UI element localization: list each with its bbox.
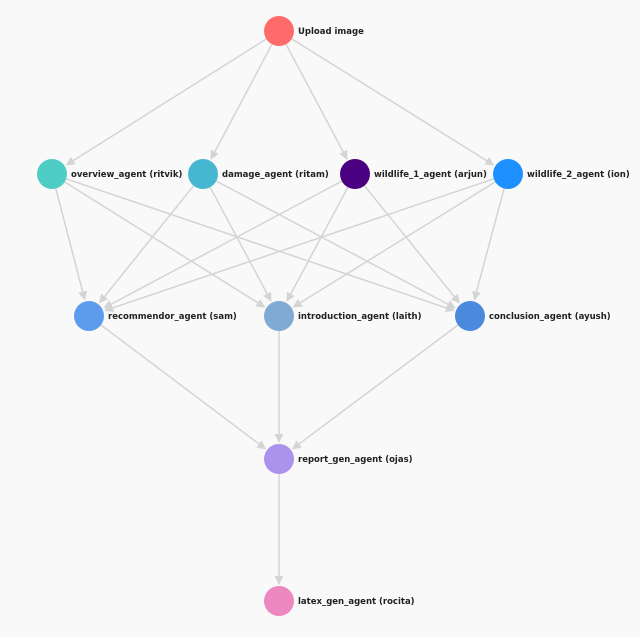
edge-recommendor-to-report: [100, 324, 267, 450]
node-report[interactable]: report_gen_agent (ojas): [264, 444, 413, 474]
edge-upload-to-wildlife1: [285, 43, 348, 160]
edge-overview-to-conclusion: [65, 178, 455, 313]
edge-overview-to-introduction: [64, 181, 266, 308]
node-recommendor[interactable]: recommendor_agent (sam): [74, 301, 237, 331]
node-label-latex: latex_gen_agent (rocita): [298, 597, 415, 607]
node-label-conclusion: conclusion_agent (ayush): [489, 312, 611, 322]
edge-damage-to-conclusion: [215, 180, 456, 309]
edge-upload-to-overview: [65, 38, 267, 166]
node-circle-damage[interactable]: [188, 159, 218, 189]
node-label-recommendor: recommendor_agent (sam): [108, 312, 237, 322]
node-label-report: report_gen_agent (ojas): [298, 455, 413, 465]
edge-upload-to-wildlife2: [291, 38, 495, 166]
edge-wildlife2-to-introduction: [292, 181, 496, 308]
node-circle-report[interactable]: [264, 444, 294, 474]
node-circle-wildlife2[interactable]: [493, 159, 523, 189]
node-latex[interactable]: latex_gen_agent (rocita): [264, 586, 415, 616]
edge-wildlife1-to-introduction: [286, 186, 349, 302]
node-wildlife1[interactable]: wildlife_1_agent (arjun): [340, 159, 487, 189]
node-label-damage: damage_agent (ritam): [222, 170, 329, 180]
node-wildlife2[interactable]: wildlife_2_agent (ion): [493, 159, 630, 189]
node-introduction[interactable]: introduction_agent (laith): [264, 301, 422, 331]
node-circle-latex[interactable]: [264, 586, 294, 616]
edge-damage-to-introduction: [209, 186, 272, 302]
nodes-layer: Upload image overview_agent (ritvik) damag…: [37, 16, 630, 616]
node-circle-recommendor[interactable]: [74, 301, 104, 331]
edge-damage-to-recommendor: [99, 185, 195, 304]
edge-wildlife1-to-recommendor: [103, 180, 343, 309]
node-circle-upload[interactable]: [264, 16, 294, 46]
node-label-overview: overview_agent (ritvik): [71, 170, 182, 180]
edge-conclusion-to-report: [291, 324, 459, 450]
node-label-upload: Upload image: [298, 27, 364, 37]
node-circle-introduction[interactable]: [264, 301, 294, 331]
node-circle-overview[interactable]: [37, 159, 67, 189]
node-label-wildlife2: wildlife_2_agent (ion): [527, 170, 630, 180]
node-damage[interactable]: damage_agent (ritam): [188, 159, 329, 189]
node-label-wildlife1: wildlife_1_agent (arjun): [374, 170, 487, 180]
edge-wildlife2-to-conclusion: [472, 188, 505, 301]
node-circle-conclusion[interactable]: [455, 301, 485, 331]
node-circle-wildlife1[interactable]: [340, 159, 370, 189]
edge-overview-to-recommendor: [55, 188, 88, 301]
node-conclusion[interactable]: conclusion_agent (ayush): [455, 301, 611, 331]
node-overview[interactable]: overview_agent (ritvik): [37, 159, 182, 189]
node-label-introduction: introduction_agent (laith): [298, 312, 422, 322]
edges-layer: [55, 38, 505, 585]
edge-upload-to-damage: [210, 43, 273, 160]
node-upload[interactable]: Upload image: [264, 16, 364, 46]
edge-wildlife2-to-recommendor: [104, 178, 495, 313]
edge-wildlife1-to-conclusion: [363, 185, 460, 304]
